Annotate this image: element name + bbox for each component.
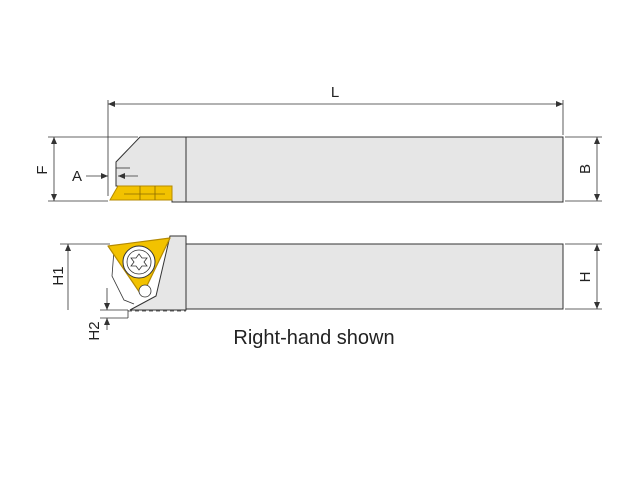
- torx-socket-icon: [130, 253, 148, 271]
- screw-inner-ring: [126, 249, 152, 275]
- label-l: L: [331, 84, 339, 101]
- label-h2: H2: [86, 321, 103, 340]
- label-b: B: [577, 164, 594, 174]
- dimension-h: H: [565, 243, 602, 310]
- dimension-b: B: [565, 136, 602, 202]
- label-a: A: [72, 168, 82, 185]
- clamp-hole: [138, 284, 152, 298]
- dimension-l: L: [107, 84, 564, 196]
- side-view: [107, 235, 564, 312]
- dimension-h1: H1: [50, 243, 128, 311]
- label-h: H: [577, 272, 594, 283]
- label-f: F: [34, 165, 51, 174]
- dimension-h2: H2: [86, 288, 129, 341]
- top-view-shank: [185, 136, 564, 203]
- side-view-pocket: [111, 249, 135, 305]
- top-view: [109, 136, 564, 203]
- dimension-f: F: [34, 136, 138, 202]
- caption: Right-hand shown: [233, 327, 394, 349]
- label-h1: H1: [50, 266, 67, 285]
- side-view-shank: [185, 243, 564, 310]
- top-view-insert: [109, 185, 173, 201]
- dimension-a: A: [72, 168, 138, 185]
